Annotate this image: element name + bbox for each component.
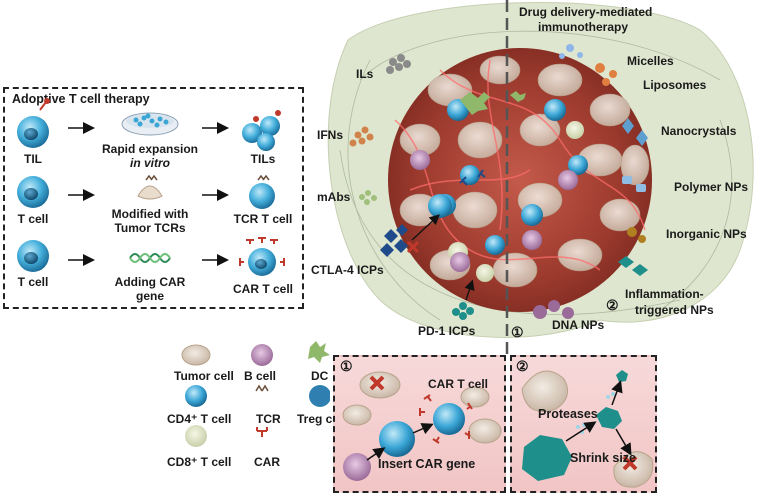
row3-result-label: CAR T cell [232, 282, 294, 296]
legend-car-label: CAR [254, 455, 280, 469]
adoptive-therapy-panel [3, 87, 304, 309]
inset1-marker: ① [340, 358, 353, 374]
tcell-icon-row2 [17, 176, 49, 208]
legend-car-icon [256, 427, 268, 437]
legend-cd4-label: CD4⁺ T cell [167, 412, 232, 426]
legend-dc-label: DC [311, 369, 329, 383]
drug-delivery-title-line1: Drug delivery-mediated [519, 5, 653, 19]
tcr-tcell-icon [249, 174, 275, 209]
tumor-tcr-icon [137, 174, 163, 200]
til-cell-icon [17, 98, 50, 148]
legend-cd8-label: CD8⁺ T cell [167, 455, 232, 469]
row2-step2-label: Tumor TCRs [114, 221, 186, 235]
row3-step1-label: Adding CAR [114, 275, 186, 289]
legend-tcr-icon [255, 384, 269, 392]
ctla4-label: CTLA-4 ICPs [311, 263, 384, 277]
row1-source-label: TIL [24, 152, 42, 166]
inset1-insert-label: Insert CAR gene [378, 457, 476, 471]
car-tcell-icon [239, 237, 285, 276]
tcell-icon-row3 [17, 240, 49, 272]
pd1-label: PD-1 ICPs [418, 324, 476, 338]
inflammation-label-line1: Inflammation- [625, 287, 704, 301]
tils-cells-icon [242, 110, 281, 151]
dna-nps-label: DNA NPs [552, 318, 605, 332]
legend-tcr-label: TCR [256, 412, 281, 426]
adoptive-therapy-graphics [17, 98, 285, 276]
marker-1: ① [511, 324, 524, 340]
ifns-label: IFNs [317, 128, 344, 142]
legend-bcell-label: B cell [244, 369, 277, 383]
inset2-shrink-label: Shrink size [570, 451, 636, 465]
inset2-proteases-label: Proteases [538, 407, 598, 421]
mabs-label: mAbs [317, 190, 351, 204]
legend-tumor-icon [181, 344, 211, 366]
drug-delivery-title-line2: immunotherapy [538, 20, 629, 34]
legend-cd8-icon [185, 425, 207, 447]
liposomes-label: Liposomes [643, 78, 707, 92]
legend-cd4-icon [185, 385, 207, 407]
polymer-nps-label: Polymer NPs [674, 180, 749, 194]
legend-icons [181, 341, 330, 447]
row2-result-label: TCR T cell [233, 212, 293, 226]
inset-car-t-graphics [342, 371, 502, 481]
car-gene-icon [129, 253, 171, 263]
row1-step1-label: Rapid expansion [101, 142, 199, 156]
legend-treg-icon [309, 385, 330, 407]
row3-step2-label: gene [135, 289, 165, 303]
legend-tumor-label: Tumor cell [174, 369, 234, 383]
inset2-marker: ② [516, 358, 529, 374]
legend-bcell-icon [251, 344, 273, 366]
inset-inflammation-graphics [521, 370, 654, 488]
row1-result-label: TILs [250, 152, 276, 166]
row1-step2-label: in vitro [129, 156, 171, 170]
row3-source-label: T cell [17, 275, 49, 289]
legend-dc-icon [308, 341, 330, 363]
row2-source-label: T cell [17, 212, 49, 226]
petri-dish-icon [121, 112, 179, 136]
ils-label: ILs [356, 67, 374, 81]
inset1-car-t-label: CAR T cell [428, 377, 489, 391]
micelles-label: Micelles [627, 54, 674, 68]
dc-cell-core [460, 92, 490, 115]
row2-step1-label: Modified with [111, 207, 189, 221]
tumor-microenvironment [327, 0, 754, 360]
inflammation-label-line2: triggered NPs [635, 303, 714, 317]
inorganic-nps-label: Inorganic NPs [666, 227, 747, 241]
marker-2: ② [606, 297, 619, 313]
nanocrystals-label: Nanocrystals [661, 124, 737, 138]
